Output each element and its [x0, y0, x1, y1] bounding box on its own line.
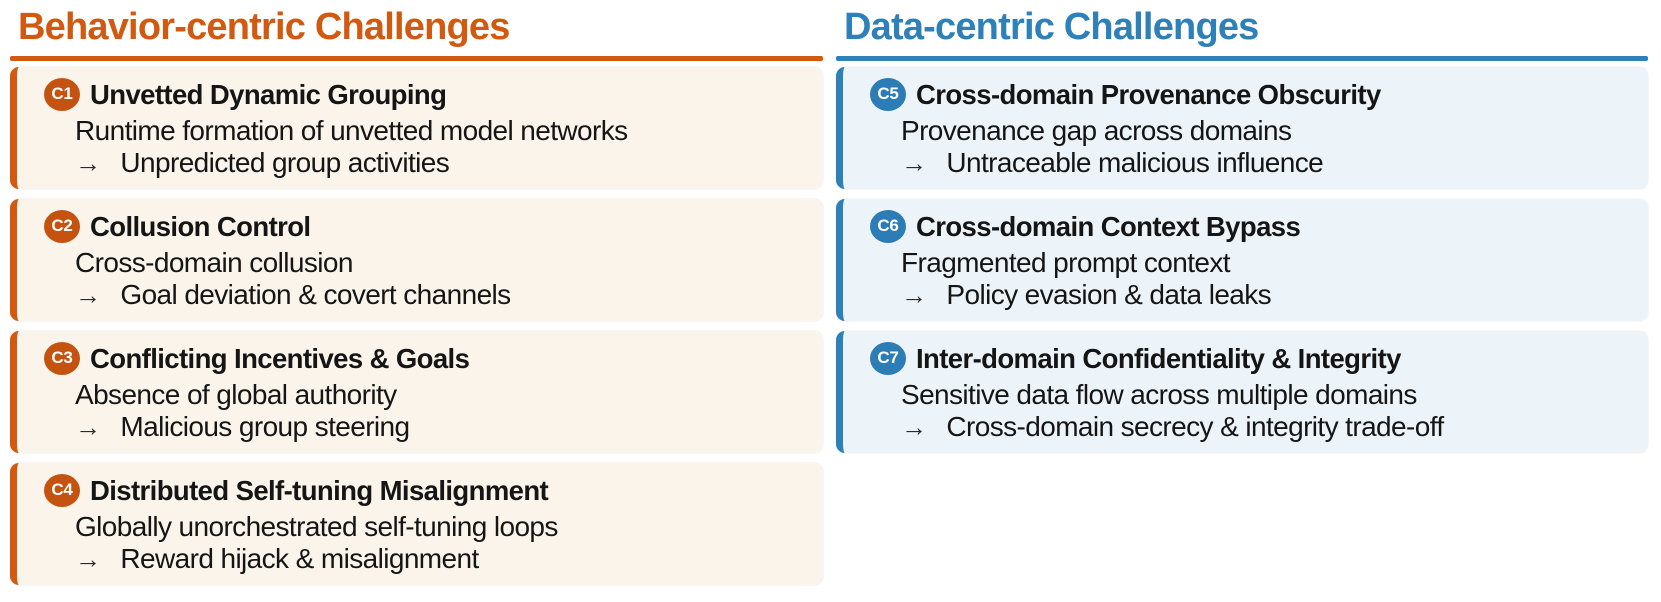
challenge-badge-c7: C7: [870, 341, 906, 375]
challenge-card-c7: C7 Inter-domain Confidentiality & Integr…: [836, 331, 1648, 453]
challenge-card-c5: C5 Cross-domain Provenance Obscurity Pro…: [836, 67, 1648, 189]
challenge-title: Collusion Control: [90, 210, 311, 242]
challenge-card-c4: C4 Distributed Self-tuning Misalignment …: [10, 463, 823, 585]
card-title-row: C4 Distributed Self-tuning Misalignment: [44, 472, 809, 508]
challenge-title: Inter-domain Confidentiality & Integrity: [916, 342, 1401, 374]
challenge-cause: Provenance gap across domains: [901, 115, 1292, 146]
challenge-cause: Sensitive data flow across multiple doma…: [901, 379, 1417, 410]
challenge-title: Conflicting Incentives & Goals: [90, 342, 470, 374]
challenge-card-c3: C3 Conflicting Incentives & Goals Absenc…: [10, 331, 823, 453]
right-arrow-icon: →: [75, 544, 101, 574]
card-title-row: C1 Unvetted Dynamic Grouping: [44, 76, 809, 112]
challenge-effect: Untraceable malicious influence: [946, 147, 1324, 178]
card-title-row: C7 Inter-domain Confidentiality & Integr…: [870, 340, 1634, 376]
challenge-card-c2: C2 Collusion Control Cross-domain collus…: [10, 199, 823, 321]
challenge-effect-row: → Policy evasion & data leaks: [901, 279, 1634, 311]
challenge-effect: Reward hijack & misalignment: [120, 543, 479, 574]
challenge-cause: Absence of global authority: [75, 379, 397, 410]
challenge-title: Unvetted Dynamic Grouping: [90, 78, 447, 110]
data-centric-underline: [836, 56, 1648, 61]
challenge-effect: Cross-domain secrecy & integrity trade-o…: [946, 411, 1444, 442]
challenge-cause: Cross-domain collusion: [75, 247, 353, 278]
challenge-badge-c3: C3: [44, 341, 80, 375]
challenge-effect: Unpredicted group activities: [120, 147, 450, 178]
right-arrow-icon: →: [75, 412, 101, 442]
right-arrow-icon: →: [75, 148, 101, 178]
challenge-effect-row: → Untraceable malicious influence: [901, 147, 1634, 179]
challenge-cause: Fragmented prompt context: [901, 247, 1231, 278]
data-centric-column: Data-centric Challenges C5 Cross-domain …: [836, 2, 1648, 463]
challenge-badge-c6: C6: [870, 209, 906, 243]
card-title-row: C2 Collusion Control: [44, 208, 809, 244]
right-arrow-icon: →: [901, 148, 927, 178]
challenge-effect-row: → Cross-domain secrecy & integrity trade…: [901, 411, 1634, 443]
challenge-effect-row: → Goal deviation & covert channels: [75, 279, 809, 311]
card-title-row: C5 Cross-domain Provenance Obscurity: [870, 76, 1634, 112]
challenge-effect-row: → Reward hijack & misalignment: [75, 543, 809, 575]
challenge-cause: Globally unorchestrated self-tuning loop…: [75, 511, 558, 542]
card-title-row: C6 Cross-domain Context Bypass: [870, 208, 1634, 244]
challenge-effect: Malicious group steering: [120, 411, 410, 442]
challenge-badge-c2: C2: [44, 209, 80, 243]
card-title-row: C3 Conflicting Incentives & Goals: [44, 340, 809, 376]
challenge-effect-row: → Unpredicted group activities: [75, 147, 809, 179]
behavior-centric-underline: [10, 56, 823, 61]
behavior-centric-column-title: Behavior-centric Challenges: [18, 6, 510, 48]
challenge-badge-c4: C4: [44, 473, 80, 507]
challenge-effect: Policy evasion & data leaks: [946, 279, 1272, 310]
challenge-card-c6: C6 Cross-domain Context Bypass Fragmente…: [836, 199, 1648, 321]
challenge-title: Distributed Self-tuning Misalignment: [90, 474, 549, 506]
right-arrow-icon: →: [901, 412, 927, 442]
challenge-cause: Runtime formation of unvetted model netw…: [75, 115, 628, 146]
challenge-title: Cross-domain Provenance Obscurity: [916, 78, 1381, 110]
challenge-card-c1: C1 Unvetted Dynamic Grouping Runtime for…: [10, 67, 823, 189]
challenge-title: Cross-domain Context Bypass: [916, 210, 1301, 242]
challenge-badge-c1: C1: [44, 77, 80, 111]
challenge-badge-c5: C5: [870, 77, 906, 111]
right-arrow-icon: →: [901, 280, 927, 310]
challenge-effect: Goal deviation & covert channels: [120, 279, 511, 310]
behavior-centric-column: Behavior-centric Challenges C1 Unvetted …: [10, 2, 823, 595]
right-arrow-icon: →: [75, 280, 101, 310]
challenge-effect-row: → Malicious group steering: [75, 411, 809, 443]
data-centric-column-title: Data-centric Challenges: [844, 6, 1259, 48]
